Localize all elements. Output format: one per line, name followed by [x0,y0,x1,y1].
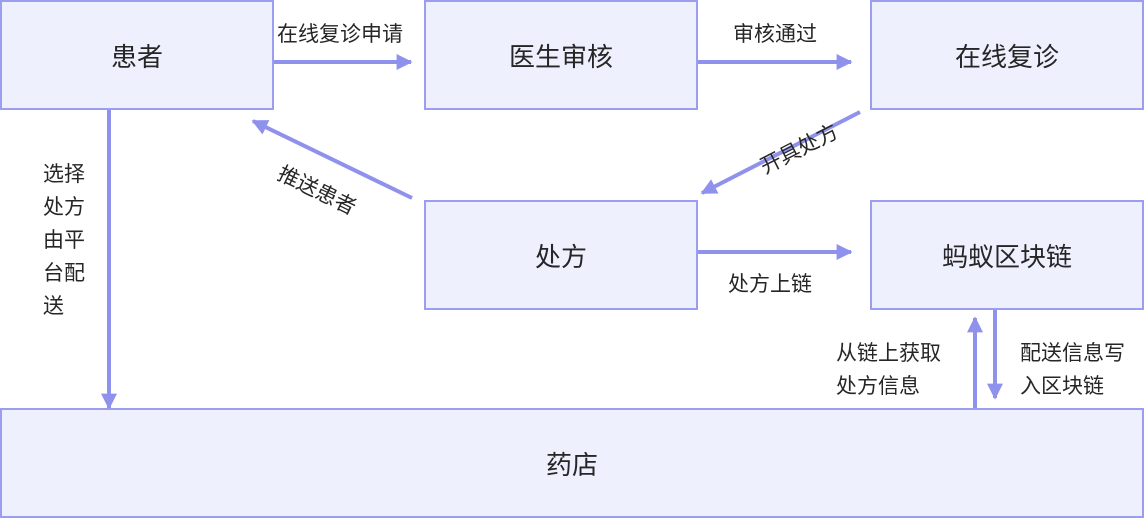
label-line: 台配 [43,261,85,285]
label-line: 处方 [43,195,85,219]
node-blockchain: 蚂蚁区块链 [870,200,1144,310]
label-line: 处方信息 [836,374,920,398]
label-apply: 在线复诊申请 [277,22,403,46]
arrow-push-patient [251,119,413,200]
node-patient: 患者 [0,0,274,110]
label-line: 配送信息写 [1020,341,1125,365]
label-fetch-onchain: 从链上获取 处方信息 [836,337,941,403]
arrow-issue-rx [700,110,861,195]
label-approved: 审核通过 [733,22,817,46]
node-online-consult: 在线复诊 [870,0,1144,110]
label-rx-onchain: 处方上链 [728,272,812,296]
node-prescription: 处方 [424,200,698,310]
label-line: 由平 [43,228,85,252]
label-write-chain: 配送信息写 入区块链 [1020,337,1125,403]
node-pharmacy: 药店 [0,408,1144,518]
label-line: 送 [43,294,64,318]
label-line: 从链上获取 [836,341,941,365]
label-choose-delivery: 选择 处方 由平 台配 送 [43,158,85,323]
node-doctor-review: 医生审核 [424,0,698,110]
label-line: 选择 [43,162,85,186]
label-line: 入区块链 [1020,374,1104,398]
